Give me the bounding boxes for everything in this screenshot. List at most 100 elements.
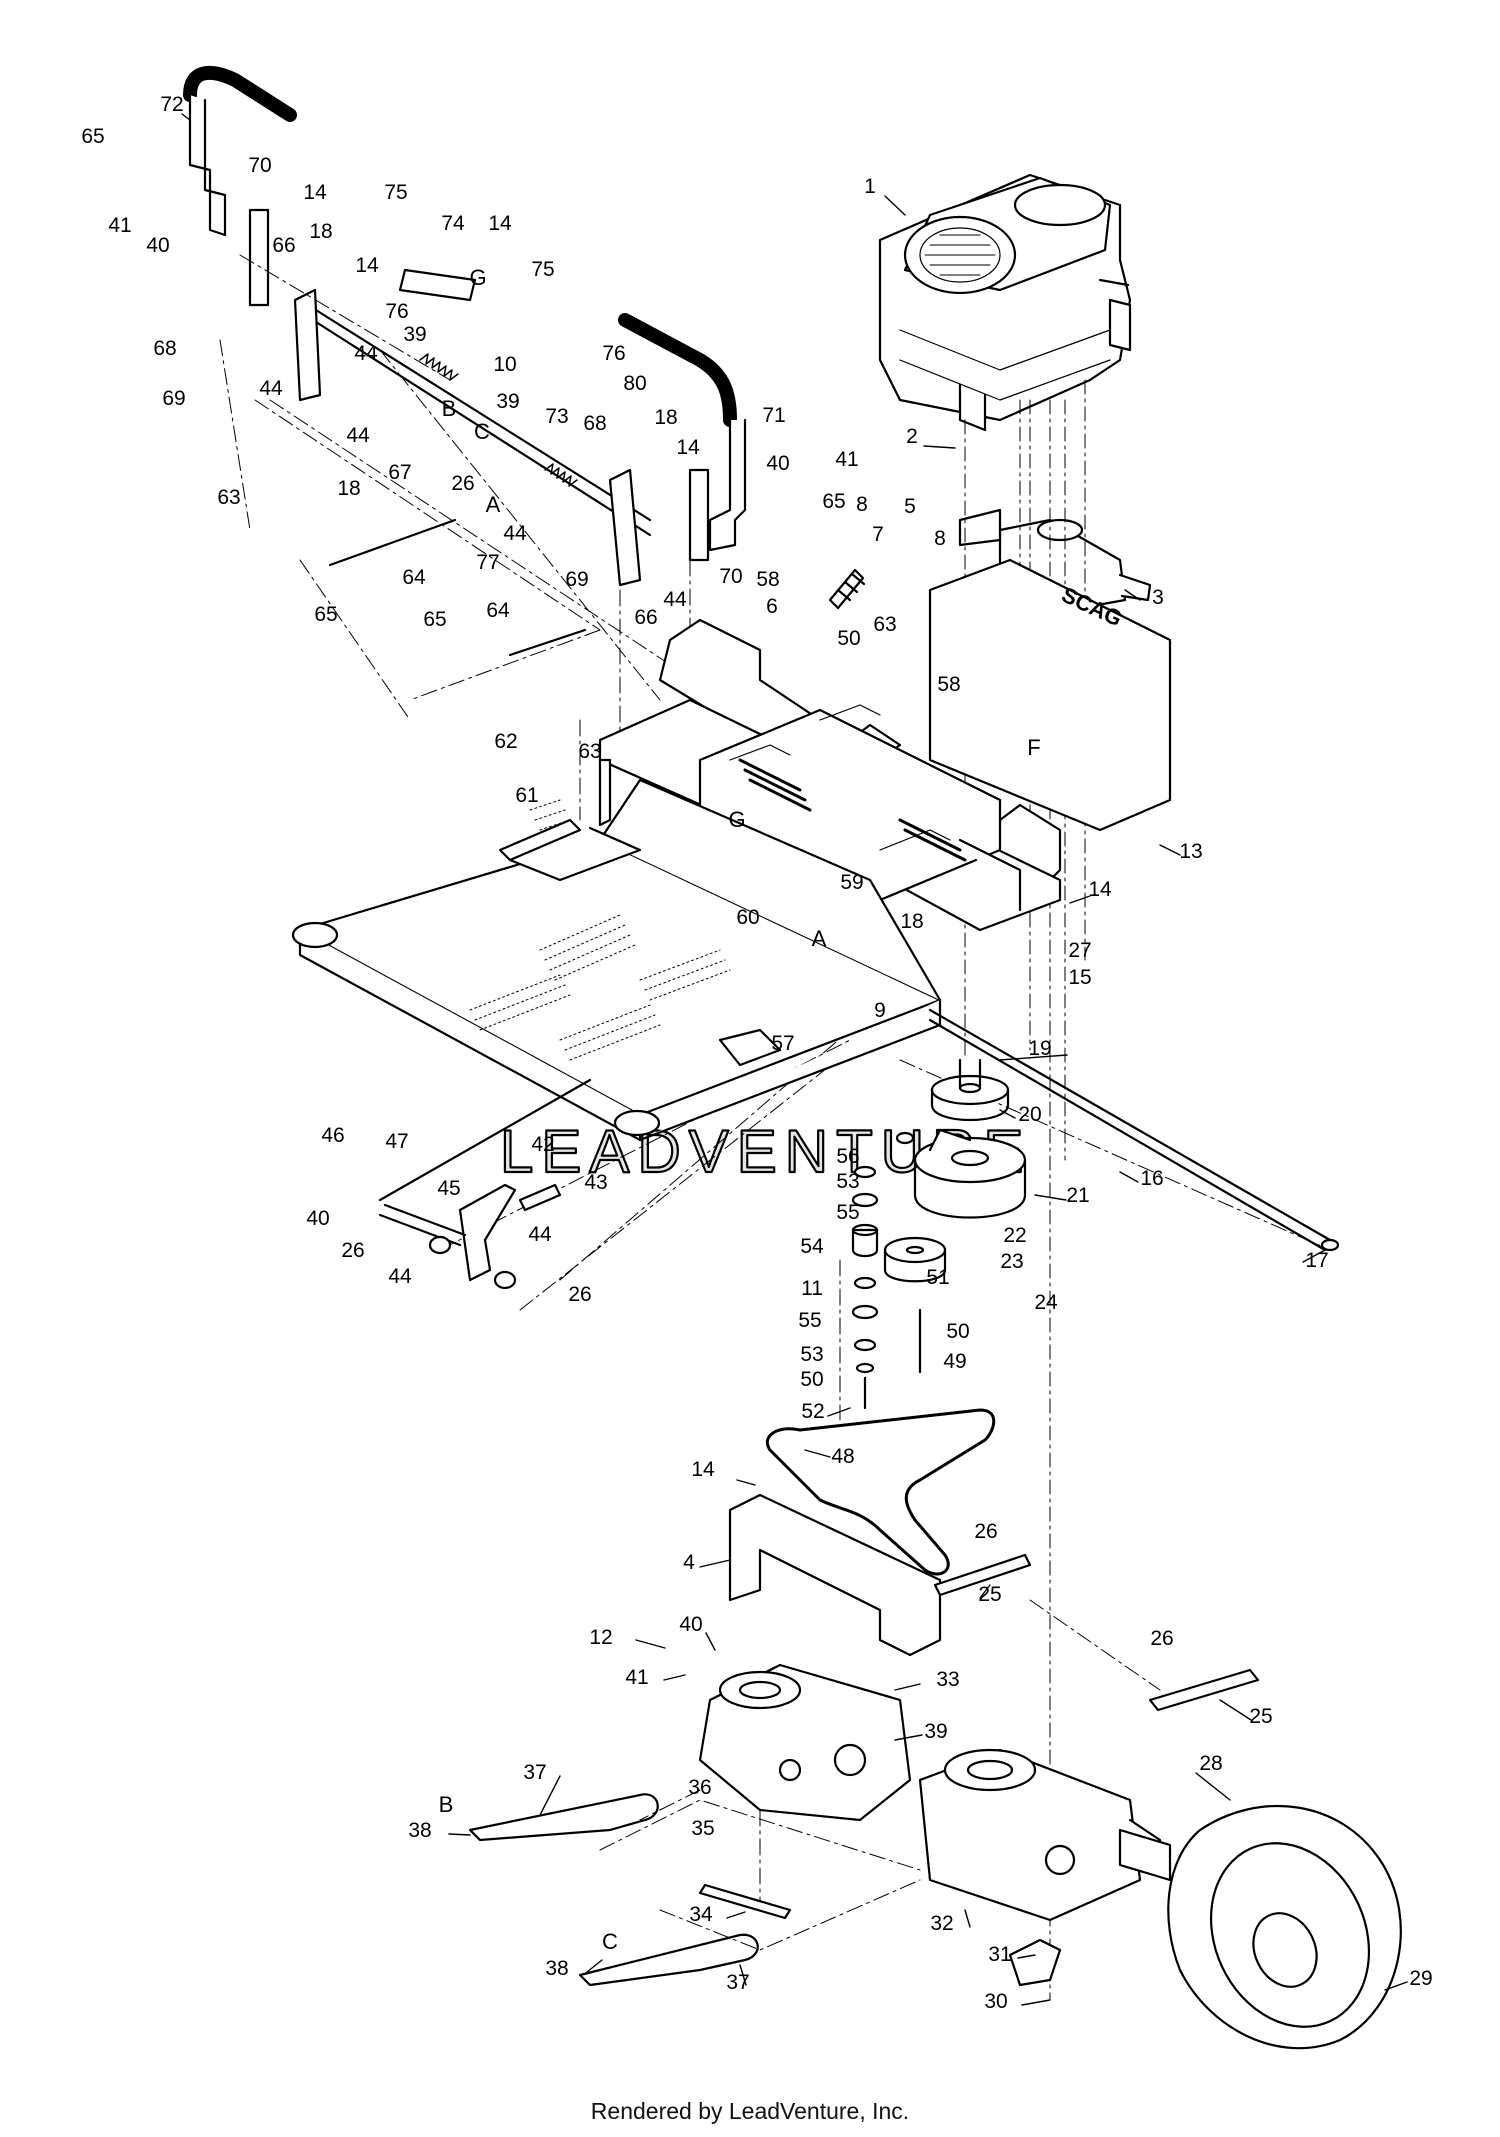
callout-label: 76	[385, 300, 408, 323]
callout-label: 44	[346, 424, 370, 447]
callout-label: 40	[679, 1613, 702, 1636]
callout-label: 26	[1150, 1627, 1173, 1650]
callout-label: 40	[146, 234, 169, 257]
callout-label: 37	[726, 1971, 749, 1994]
callout-label: 15	[1068, 966, 1091, 989]
callout-label: 26	[974, 1520, 997, 1543]
callout-label: 75	[384, 181, 407, 204]
spring-73	[544, 463, 578, 487]
engine-assembly	[878, 173, 1132, 432]
callout-label: 38	[545, 1957, 568, 1980]
callout-label: 18	[337, 477, 360, 500]
callout-label: 23	[1000, 1250, 1023, 1273]
callout-label: 49	[943, 1350, 966, 1373]
callout-label: 57	[771, 1032, 794, 1055]
callout-label: 7	[872, 523, 884, 546]
callout-label: 9	[874, 999, 886, 1022]
callout-label: 41	[108, 214, 131, 237]
callout-label: 14	[303, 181, 327, 204]
callout-label: 65	[314, 603, 337, 626]
callout-label: 14	[676, 436, 700, 459]
callout-label: 44	[354, 342, 378, 365]
callout-label: 63	[217, 486, 240, 509]
callout-label: 3	[1152, 586, 1164, 609]
idler-stack	[851, 1131, 922, 1410]
callout-label: 54	[800, 1235, 824, 1258]
callout-label: 75	[531, 258, 554, 281]
callout-label: 14	[355, 254, 379, 277]
callout-label: 68	[583, 412, 606, 435]
arm-66-right	[608, 468, 642, 587]
callout-label: 40	[766, 452, 789, 475]
rod-16	[928, 1008, 1332, 1252]
callout-label: 27	[1068, 939, 1091, 962]
callout-label: 58	[937, 673, 960, 696]
callout-label: 12	[589, 1626, 612, 1649]
callout-label: 55	[798, 1309, 821, 1332]
callout-label: 14	[691, 1458, 715, 1481]
callout-label: 55	[836, 1201, 859, 1224]
callout-label: 39	[924, 1720, 947, 1743]
rear-tire-28	[1118, 1804, 1402, 2050]
transmission-dashed-leaders	[599, 1599, 1161, 1951]
linkage-37-lower	[578, 1933, 759, 1987]
callout-label: 53	[800, 1343, 823, 1366]
callout-label: 53	[836, 1170, 859, 1193]
callout-label: 31	[988, 1943, 1011, 1966]
callout-label: 20	[1018, 1103, 1041, 1126]
callout-label: 40	[306, 1207, 329, 1230]
callout-label: 77	[476, 551, 499, 574]
callout-label: 73	[545, 405, 568, 428]
callout-label: 5	[904, 495, 916, 518]
callout-label: 50	[837, 627, 860, 650]
callout-label: 37	[523, 1761, 546, 1784]
callout-label: 26	[451, 472, 474, 495]
callout-label: 25	[1249, 1705, 1272, 1728]
callout-label: 33	[936, 1668, 959, 1691]
callout-label: 18	[654, 406, 677, 429]
callout-label: 18	[900, 910, 923, 933]
callout-label: A	[812, 926, 827, 951]
footer-credit: Rendered by LeadVenture, Inc.	[590, 2098, 910, 2124]
callout-label: 46	[321, 1124, 344, 1147]
callout-label: 69	[565, 568, 588, 591]
callout-label: 59	[840, 871, 863, 894]
bracket-31	[1008, 1938, 1062, 1987]
callout-label: B	[442, 396, 457, 421]
callout-label: 72	[160, 93, 183, 116]
callout-label: 62	[494, 730, 517, 753]
linkage-25-lower	[1148, 1668, 1260, 1712]
callout-label: 25	[978, 1583, 1001, 1606]
callout-label: 70	[719, 565, 742, 588]
callout-label: 47	[385, 1130, 408, 1153]
callout-label: 63	[873, 613, 896, 636]
callout-label: F	[1027, 735, 1040, 760]
callout-label: C	[602, 1929, 618, 1954]
callout-label: 65	[81, 125, 104, 148]
callout-label: 65	[822, 490, 845, 513]
control-shaft-67	[298, 298, 652, 537]
callout-label: 8	[856, 493, 868, 516]
callout-label: 66	[272, 234, 295, 257]
brake-pedal-42	[378, 1183, 562, 1290]
callout-label: 74	[441, 212, 465, 235]
left-control-lever	[183, 66, 297, 237]
callout-label: 13	[1179, 840, 1202, 863]
callout-label: 45	[437, 1177, 460, 1200]
callout-label: 8	[934, 527, 946, 550]
callout-label: 14	[1088, 878, 1112, 901]
callout-label: 70	[248, 154, 271, 177]
callout-label: 2	[906, 425, 918, 448]
callout-label: 42	[531, 1133, 554, 1156]
callout-label: C	[474, 419, 490, 444]
callout-label: 18	[309, 220, 332, 243]
callout-label: 64	[486, 599, 510, 622]
transmission-bracket-4	[728, 1493, 942, 1657]
callout-label: 58	[756, 568, 779, 591]
callout-label: 32	[930, 1912, 953, 1935]
callout-label: 4	[683, 1551, 695, 1574]
callout-leaders	[181, 113, 1408, 2006]
callout-label: 14	[488, 212, 512, 235]
callout-label: 36	[688, 1776, 711, 1799]
